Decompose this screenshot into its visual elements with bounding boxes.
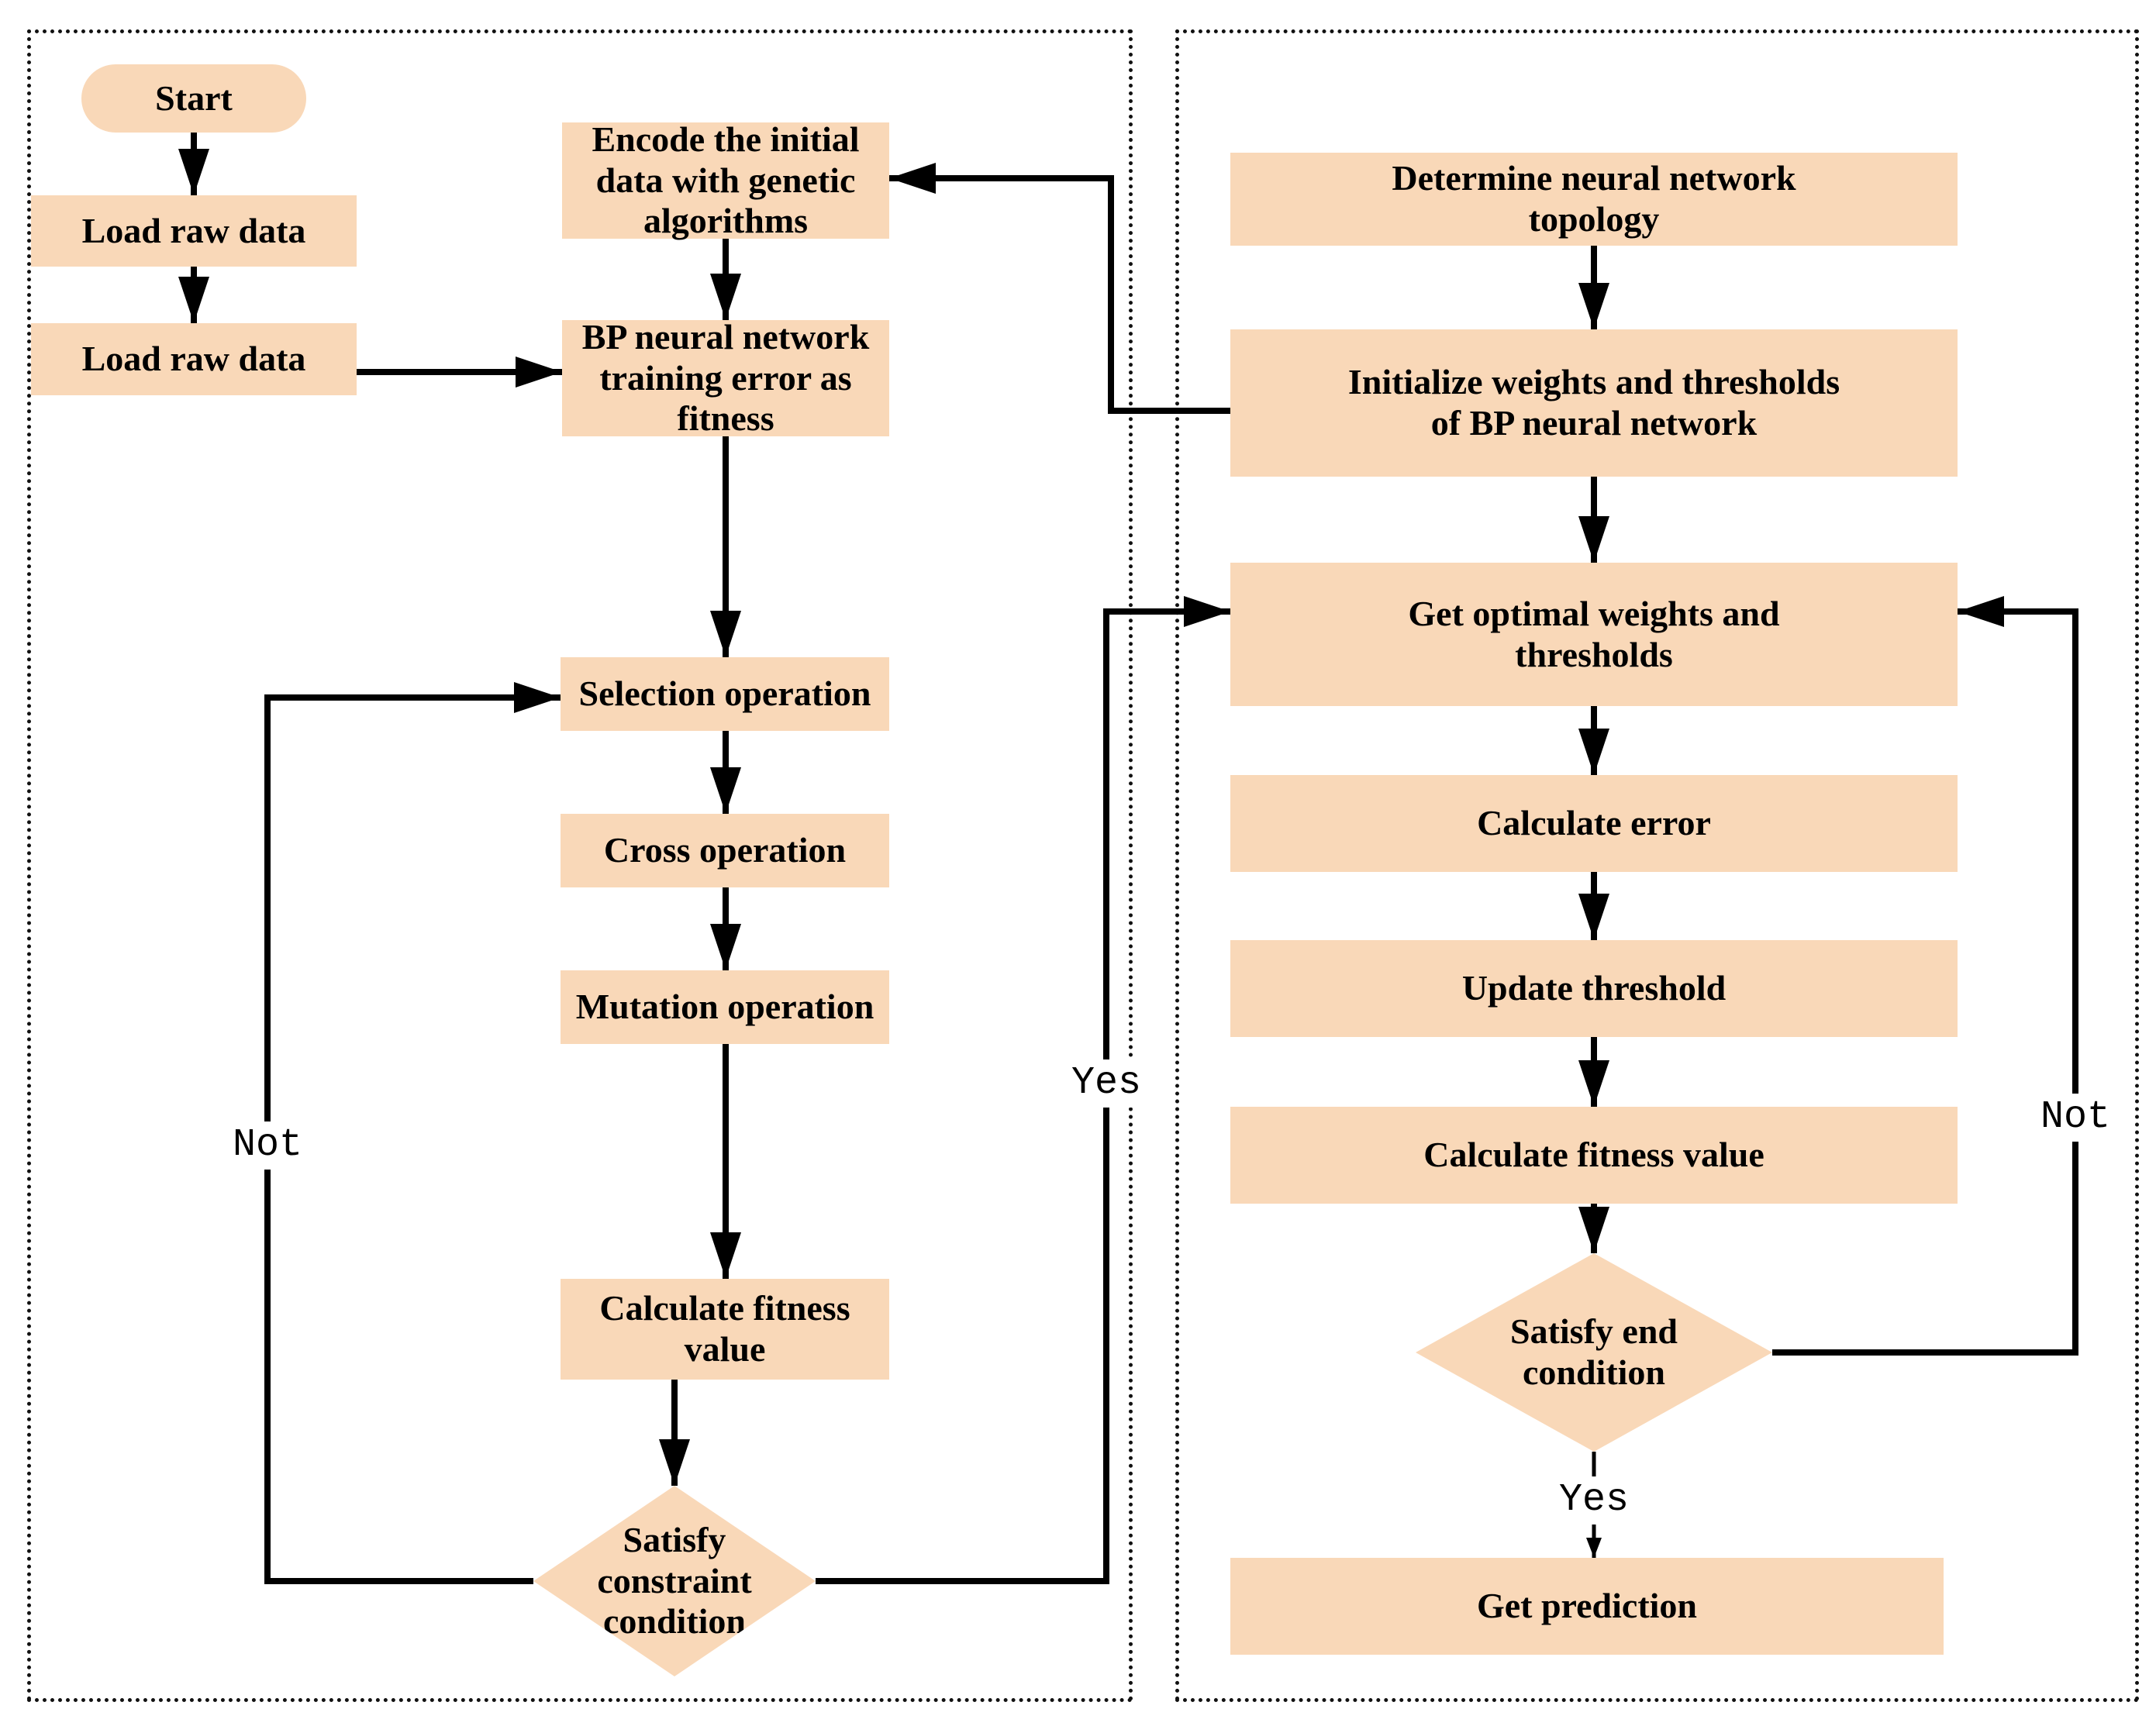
node-load-raw-data-1: Load raw data: [31, 195, 357, 267]
arrow-not-loop-left: [264, 682, 561, 1584]
edge-label-yes-right: Yes: [1557, 1476, 1631, 1525]
node-get-prediction: Get prediction: [1230, 1558, 1944, 1655]
node-calculate-fitness-value: Calculate fitness value: [561, 1279, 889, 1380]
node-start: Start: [81, 64, 306, 133]
node-calculate-error: Calculate error: [1230, 775, 1958, 872]
panel-genetic-algorithm: [27, 29, 1133, 1702]
node-calculate-fitness-value-2: Calculate fitness value: [1230, 1107, 1958, 1204]
edge-label-yes-left: Yes: [1069, 1059, 1144, 1108]
node-load-raw-data-2: Load raw data: [31, 323, 357, 395]
node-encode-initial-data: Encode the initial data with genetic alg…: [562, 119, 889, 240]
arrow-not-loop-right: [1772, 596, 2078, 1356]
edge-label-not-right: Not: [2038, 1094, 2113, 1142]
edge-label-not-left: Not: [230, 1121, 305, 1170]
node-cross-operation: Cross operation: [561, 814, 889, 887]
arrow-initialize-to-encode: [889, 163, 1230, 414]
node-selection-operation: Selection operation: [561, 657, 889, 731]
panel-bp-network: [1175, 29, 2139, 1702]
node-get-optimal-weights: Get optimal weights and thresholds: [1230, 563, 1958, 706]
arrow-yes-to-get-optimal: [816, 596, 1230, 1584]
node-mutation-operation: Mutation operation: [561, 970, 889, 1044]
node-initialize-weights: Initialize weights and thresholds of BP …: [1230, 329, 1958, 477]
node-update-threshold: Update threshold: [1230, 940, 1958, 1037]
node-determine-topology: Determine neural network topology: [1230, 153, 1958, 246]
node-bp-training-error: BP neural network training error as fitn…: [562, 317, 889, 438]
